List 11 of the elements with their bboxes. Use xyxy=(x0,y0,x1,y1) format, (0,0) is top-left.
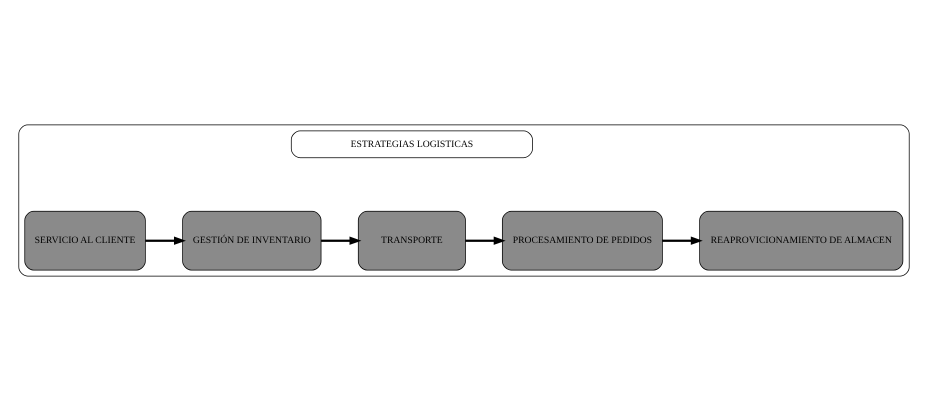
node-box: REAPROVICIONAMIENTO DE ALMACEN xyxy=(699,210,904,270)
arrow xyxy=(321,236,362,245)
arrow xyxy=(662,236,703,245)
node-box: TRANSPORTE xyxy=(358,210,466,270)
node-box: ESTRATEGIAS LOGISTICAS xyxy=(290,130,533,158)
cluster xyxy=(18,124,910,276)
node-box: PROCESAMIENTO DE PEDIDOS xyxy=(502,210,663,270)
arrow xyxy=(466,236,506,245)
node-box: GESTIÓN DE INVENTARIO xyxy=(182,210,322,270)
arrow xyxy=(146,236,186,245)
node-box: SERVICIO AL CLIENTE xyxy=(24,210,146,270)
